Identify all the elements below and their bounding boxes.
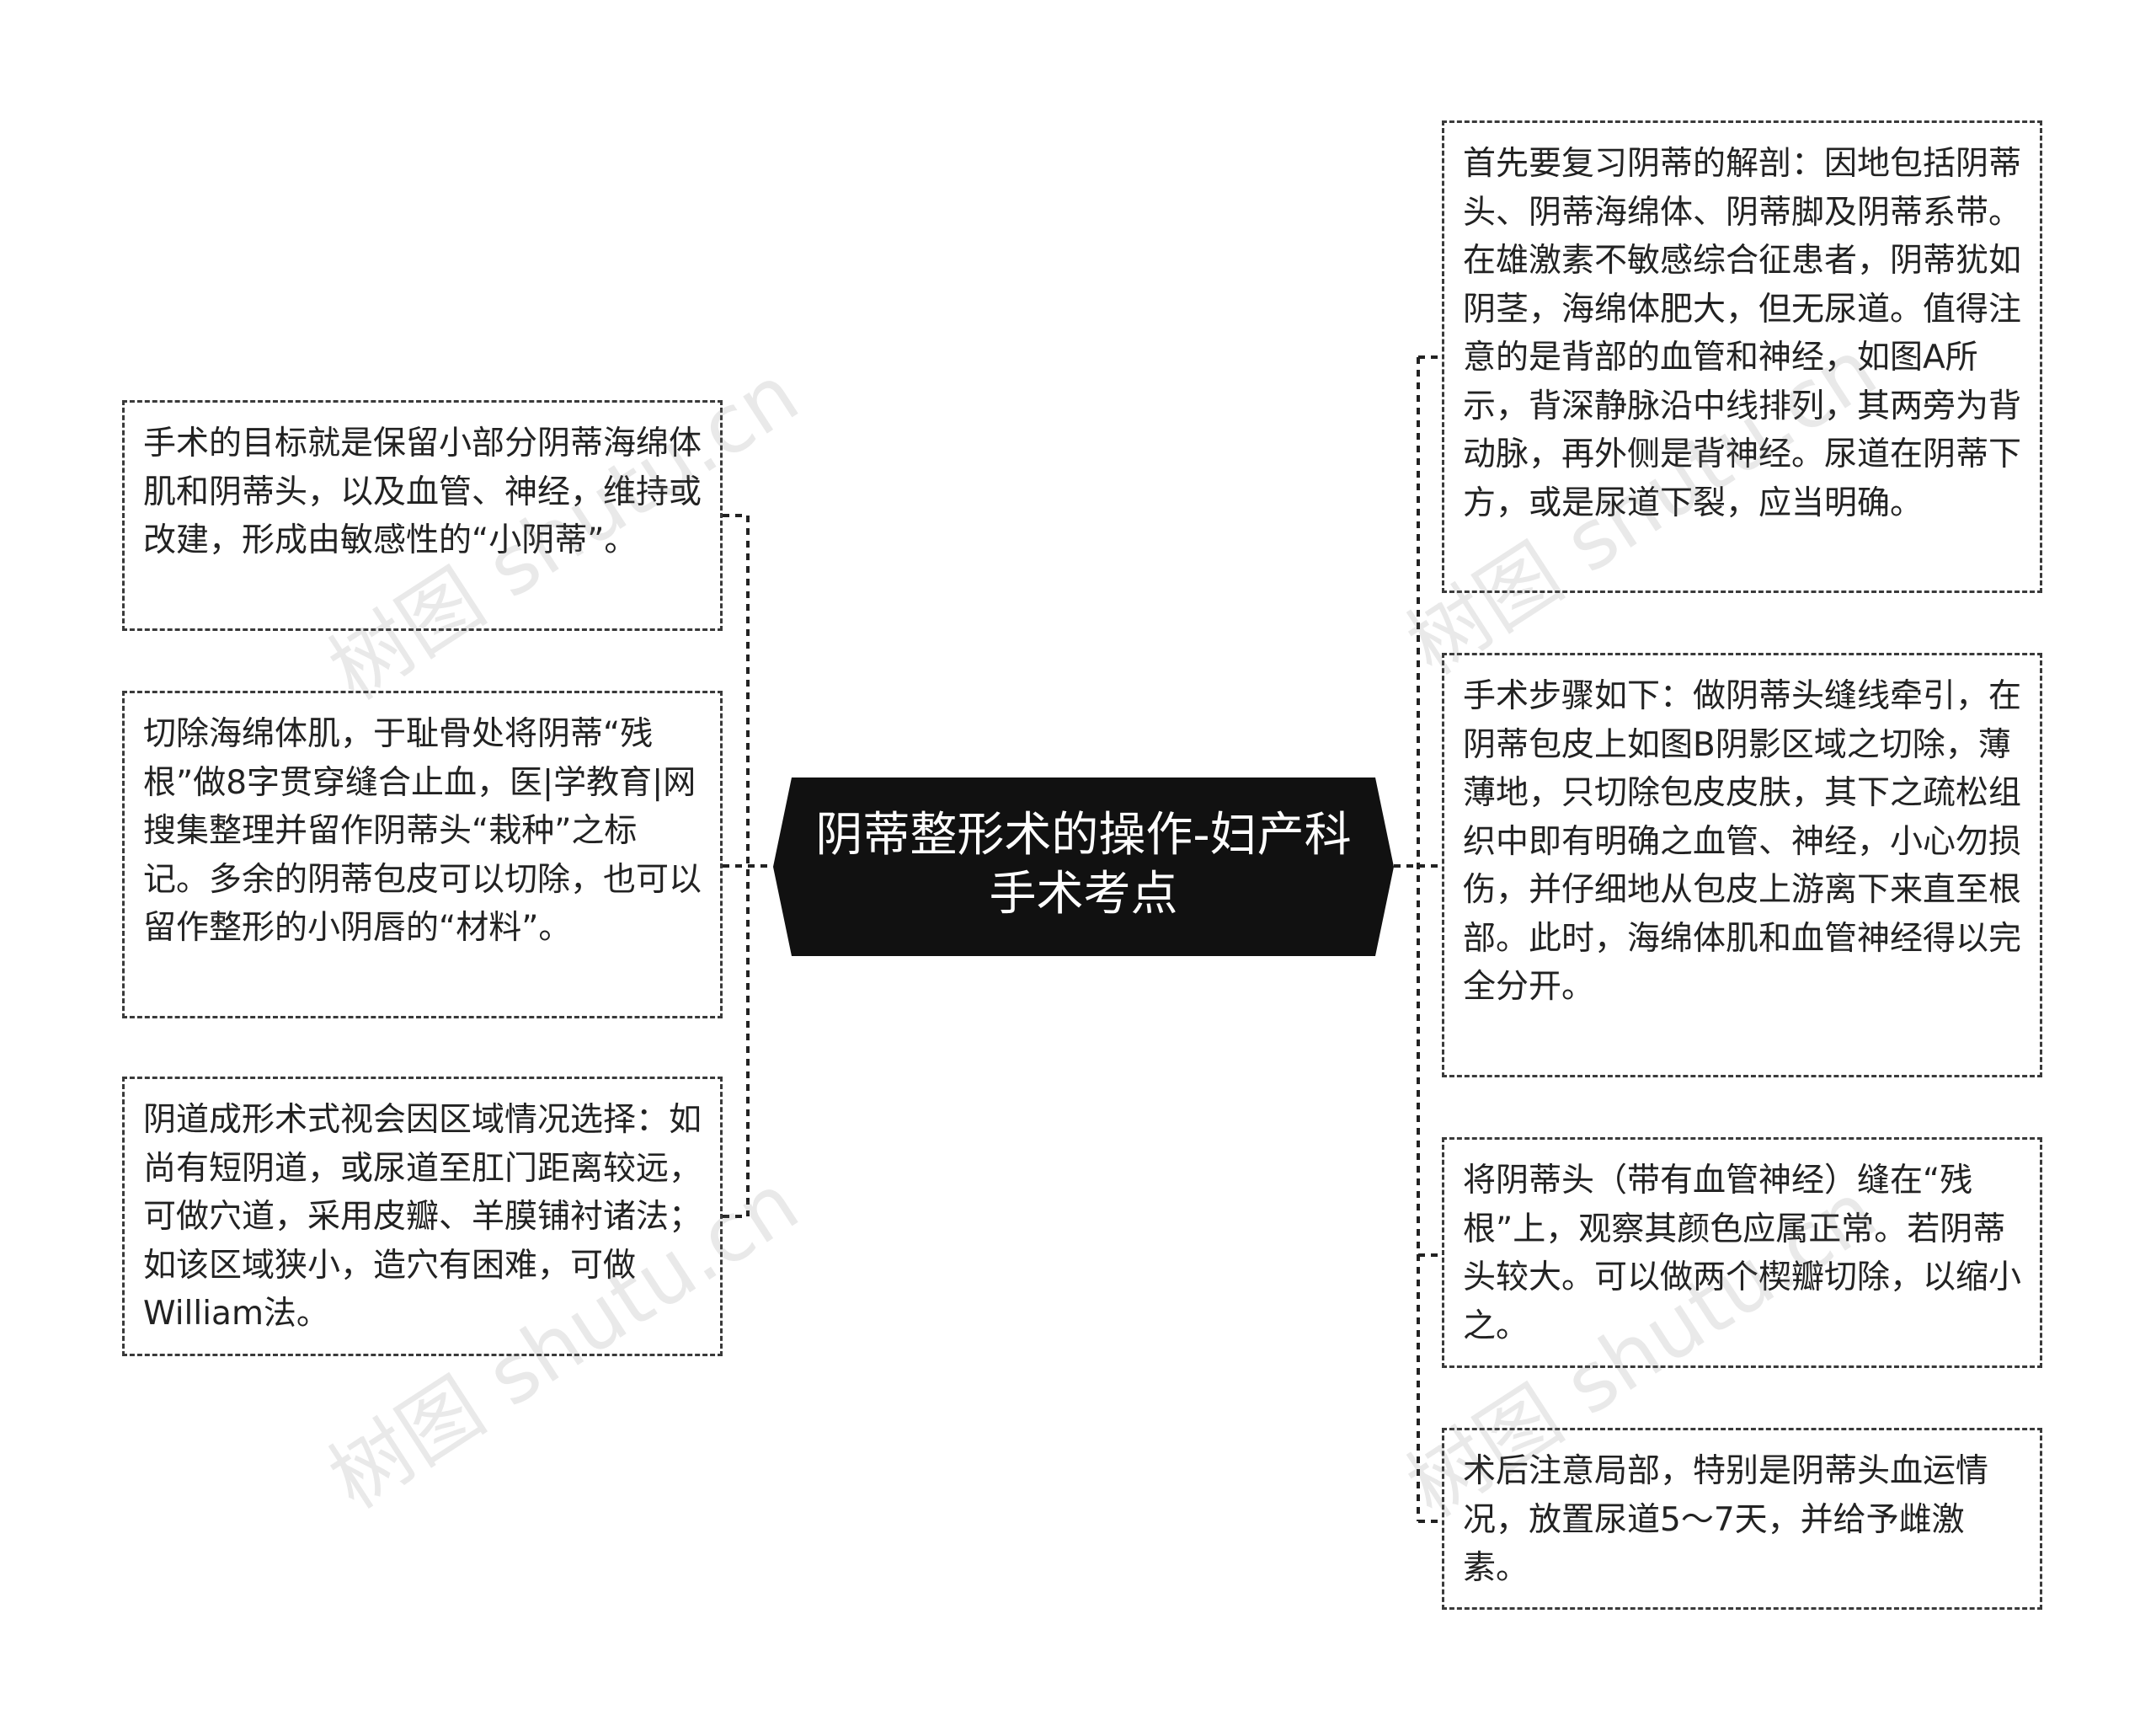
right-node-steps[interactable]: 手术步骤如下：做阴蒂头缝线牵引，在阴蒂包皮上如图B阴影区域之切除，薄薄地，只切除… [1442, 653, 2042, 1077]
central-topic-title-line2: 手术考点 [989, 867, 1178, 922]
left-node-goal-text: 手术的目标就是保留小部分阴蒂海绵体肌和阴蒂头，以及血管、神经，维持或改建，形成由… [143, 425, 702, 559]
central-topic-title: 阴蒂整形术的操作-妇产科 手术考点 [807, 806, 1360, 924]
left-node-vaginoplasty[interactable]: 阴道成形术式视会因区域情况选择：如尚有短阴道，或尿道至肛门距离较远，可做穴道，采… [122, 1077, 723, 1356]
right-node-anatomy[interactable]: 首先要复习阴蒂的解剖：因地包括阴蒂头、阴蒂海绵体、阴蒂脚及阴蒂系带。在雄激素不敏… [1442, 120, 2042, 593]
right-node-anatomy-text: 首先要复习阴蒂的解剖：因地包括阴蒂头、阴蒂海绵体、阴蒂脚及阴蒂系带。在雄激素不敏… [1463, 145, 2022, 522]
left-node-excision[interactable]: 切除海绵体肌，于耻骨处将阴蒂“残根”做8字贯穿缝合止血，医|学教育|网搜集整理并… [122, 691, 723, 1018]
right-node-postop[interactable]: 术后注意局部，特别是阴蒂头血运情况，放置尿道5～7天，并给予雌激素。 [1442, 1428, 2042, 1610]
central-topic-shape [773, 778, 1394, 956]
central-topic-title-line1: 阴蒂整形术的操作-妇产科 [815, 808, 1352, 863]
right-node-suture[interactable]: 将阴蒂头（带有血管神经）缝在“残根”上，观察其颜色应属正常。若阴蒂头较大。可以做… [1442, 1137, 2042, 1368]
central-topic[interactable]: 阴蒂整形术的操作-妇产科 手术考点 [773, 778, 1394, 956]
right-node-steps-text: 手术步骤如下：做阴蒂头缝线牵引，在阴蒂包皮上如图B阴影区域之切除，薄薄地，只切除… [1463, 677, 2022, 1006]
left-node-goal[interactable]: 手术的目标就是保留小部分阴蒂海绵体肌和阴蒂头，以及血管、神经，维持或改建，形成由… [122, 400, 723, 631]
left-node-vaginoplasty-text: 阴道成形术式视会因区域情况选择：如尚有短阴道，或尿道至肛门距离较远，可做穴道，采… [143, 1101, 702, 1333]
left-node-excision-text: 切除海绵体肌，于耻骨处将阴蒂“残根”做8字贯穿缝合止血，医|学教育|网搜集整理并… [143, 715, 702, 947]
right-node-suture-text: 将阴蒂头（带有血管神经）缝在“残根”上，观察其颜色应属正常。若阴蒂头较大。可以做… [1463, 1162, 2022, 1345]
right-node-postop-text: 术后注意局部，特别是阴蒂头血运情况，放置尿道5～7天，并给予雌激素。 [1463, 1452, 1989, 1587]
